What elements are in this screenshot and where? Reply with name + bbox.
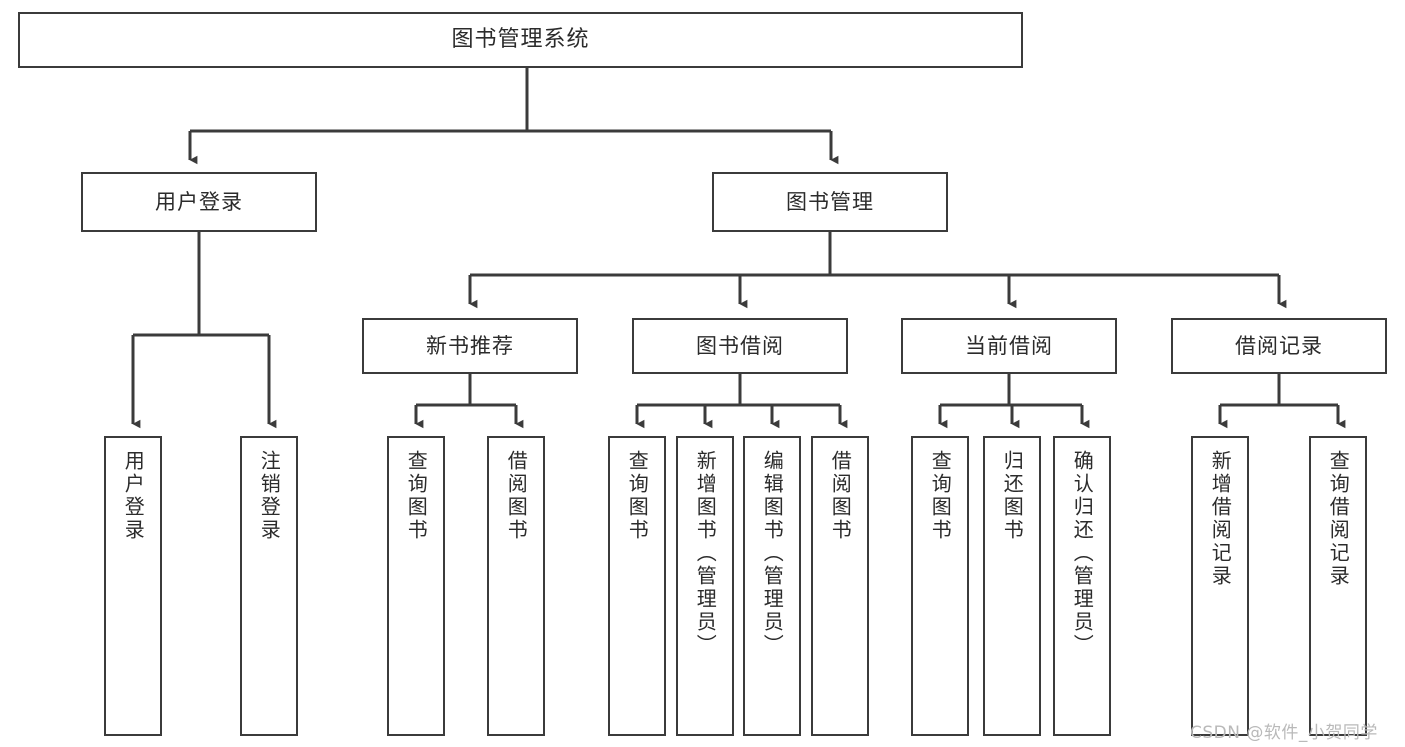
node-new-book-recommend-label: 新书推荐	[426, 333, 514, 358]
node-leaf-logout[interactable]: 注销登录	[240, 436, 298, 736]
node-leaf-edit-book-admin[interactable]: 编辑图书（管理员）	[743, 436, 801, 736]
node-leaf-query-book-current-label: 查询图书	[928, 450, 953, 542]
node-user-login[interactable]: 用户登录	[81, 172, 317, 232]
node-leaf-confirm-return-admin-label: 确认归还（管理员）	[1070, 450, 1095, 657]
node-borrow-record-label: 借阅记录	[1235, 333, 1323, 358]
node-leaf-user-login[interactable]: 用户登录	[104, 436, 162, 736]
watermark: CSDN @软件_小贺同学	[1190, 723, 1378, 743]
node-leaf-borrow-book[interactable]: 借阅图书	[811, 436, 869, 736]
node-book-management-label: 图书管理	[786, 189, 874, 214]
node-leaf-borrow-book-label: 借阅图书	[828, 450, 853, 542]
node-book-management[interactable]: 图书管理	[712, 172, 948, 232]
node-leaf-borrow-book-recommend[interactable]: 借阅图书	[487, 436, 545, 736]
node-leaf-query-book-recommend[interactable]: 查询图书	[387, 436, 445, 736]
node-leaf-return-book[interactable]: 归还图书	[983, 436, 1041, 736]
node-leaf-query-borrow-record[interactable]: 查询借阅记录	[1309, 436, 1367, 736]
node-leaf-add-book-admin-label: 新增图书（管理员）	[693, 450, 718, 657]
node-borrow-record[interactable]: 借阅记录	[1171, 318, 1387, 374]
node-book-borrow-label: 图书借阅	[696, 333, 784, 358]
node-leaf-confirm-return-admin[interactable]: 确认归还（管理员）	[1053, 436, 1111, 736]
node-user-login-label: 用户登录	[155, 189, 243, 214]
node-leaf-query-book-current[interactable]: 查询图书	[911, 436, 969, 736]
node-current-borrow-label: 当前借阅	[965, 333, 1053, 358]
node-new-book-recommend[interactable]: 新书推荐	[362, 318, 578, 374]
node-root-label: 图书管理系统	[451, 27, 590, 53]
node-leaf-edit-book-admin-label: 编辑图书（管理员）	[760, 450, 785, 657]
node-root[interactable]: 图书管理系统	[18, 12, 1023, 68]
node-leaf-add-book-admin[interactable]: 新增图书（管理员）	[676, 436, 734, 736]
node-leaf-query-book-recommend-label: 查询图书	[404, 450, 429, 542]
node-current-borrow[interactable]: 当前借阅	[901, 318, 1117, 374]
node-book-borrow[interactable]: 图书借阅	[632, 318, 848, 374]
node-leaf-query-book-borrow-label: 查询图书	[625, 450, 650, 542]
node-leaf-add-borrow-record-label: 新增借阅记录	[1208, 450, 1233, 588]
node-leaf-borrow-book-recommend-label: 借阅图书	[504, 450, 529, 542]
node-leaf-return-book-label: 归还图书	[1000, 450, 1025, 542]
node-leaf-add-borrow-record[interactable]: 新增借阅记录	[1191, 436, 1249, 736]
node-leaf-query-borrow-record-label: 查询借阅记录	[1326, 450, 1351, 588]
node-leaf-user-login-label: 用户登录	[121, 450, 146, 542]
node-leaf-query-book-borrow[interactable]: 查询图书	[608, 436, 666, 736]
node-leaf-logout-label: 注销登录	[257, 450, 282, 542]
